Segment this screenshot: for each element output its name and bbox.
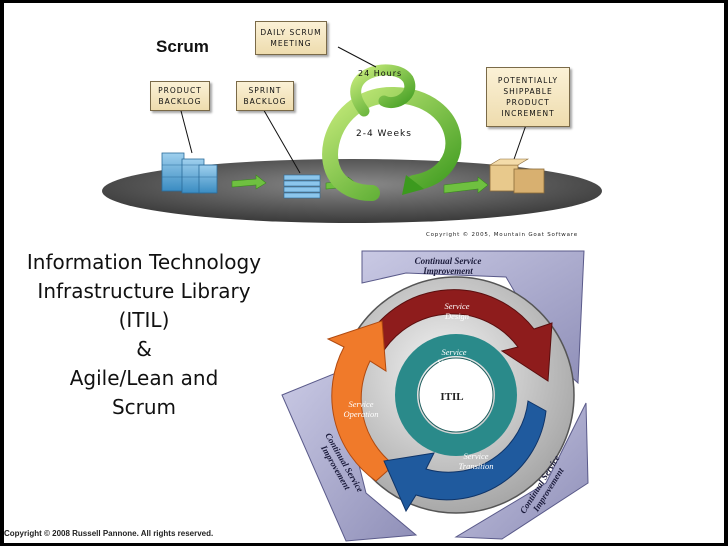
footer-copyright: Copyright © 2008 Russell Pannone. All ri… bbox=[4, 529, 214, 538]
callout-lines bbox=[179, 46, 527, 174]
product-backlog-note: Product Backlog bbox=[150, 81, 210, 111]
main-text-line: Scrum bbox=[111, 395, 177, 419]
main-heading: Information Technology Infrastructure Li… bbox=[14, 248, 274, 422]
main-text-line: (ITIL) bbox=[118, 308, 170, 332]
service-transition-label: Service Transition bbox=[458, 451, 494, 471]
main-text-line: Information Technology bbox=[26, 250, 262, 274]
main-text-line: Infrastructure Library bbox=[37, 279, 251, 303]
service-transition-arc bbox=[383, 400, 547, 513]
scrum-title: Scrum bbox=[156, 37, 209, 56]
service-design-arc bbox=[359, 289, 553, 382]
loop-arrowhead bbox=[402, 175, 424, 195]
service-strategies-label: Service Strategies bbox=[437, 347, 471, 367]
product-backlog-blocks bbox=[161, 152, 218, 194]
daily-scrum-note: Daily Scrum Meeting bbox=[255, 21, 327, 55]
csi-top-label: Continual Service Improvement bbox=[414, 256, 482, 276]
csi-band-left bbox=[281, 372, 418, 542]
hours-label: 24 Hours bbox=[358, 69, 403, 78]
shippable-boxes bbox=[488, 158, 545, 194]
itil-center bbox=[418, 357, 494, 433]
shippable-increment-note: Potentially Shippable Product Increment bbox=[486, 67, 570, 127]
scrum-diagram bbox=[102, 46, 602, 223]
sprint-backlog-note: Sprint Backlog bbox=[236, 81, 294, 111]
sprint-backlog-stack bbox=[283, 174, 321, 199]
scrum-copyright: Copyright © 2005, Mountain Goat Software bbox=[426, 232, 578, 238]
slide: Scrum Daily Scrum Meeting Product Backlo… bbox=[4, 3, 724, 543]
service-operation-label: Service Operation bbox=[343, 399, 379, 419]
main-text-line: & bbox=[136, 337, 152, 361]
itil-wheel bbox=[281, 250, 589, 542]
csi-band-right bbox=[454, 402, 589, 540]
service-operation-arc bbox=[326, 320, 395, 482]
itil-center-label: ITIL bbox=[440, 391, 464, 403]
sprint-loop bbox=[322, 64, 462, 201]
weeks-label: 2-4 Weeks bbox=[356, 129, 412, 139]
main-text-line: Agile/Lean and bbox=[69, 366, 219, 390]
service-design-label: Service Design bbox=[444, 301, 470, 321]
service-strategies-ring bbox=[395, 334, 517, 456]
